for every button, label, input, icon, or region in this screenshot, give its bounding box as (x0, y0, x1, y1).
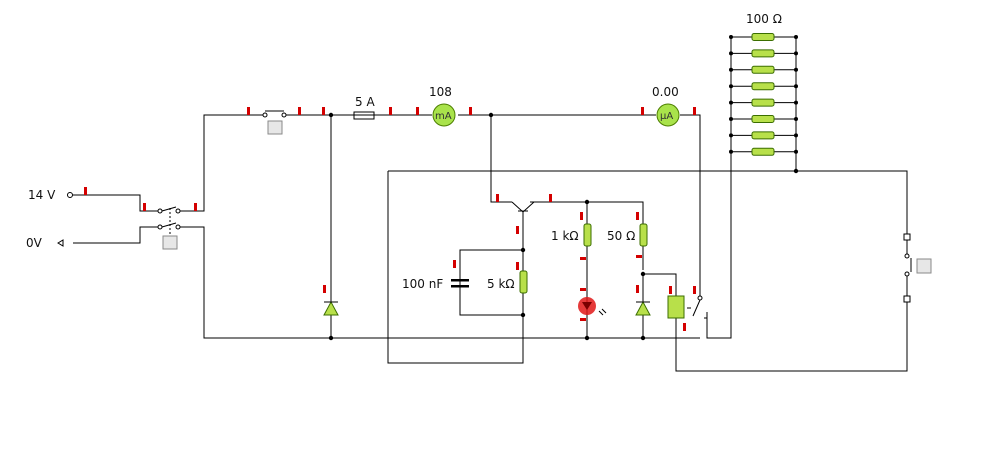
resistor-bank-node (729, 84, 733, 89)
resistor-bank-node (794, 84, 798, 89)
resistor-bank-node (794, 35, 798, 39)
resistor-bank-element (751, 33, 775, 41)
transistor-icon (511, 201, 535, 213)
relay-icon (667, 295, 685, 319)
resistor-bank-element (751, 49, 775, 58)
capacitor-icon (451, 279, 469, 282)
resistor-bank-node (729, 67, 733, 72)
supply-terminal[interactable]: 14 V (28, 187, 87, 202)
diode-icon (323, 300, 339, 316)
resistor-bank-label: 100 Ω (746, 12, 782, 26)
microammeter-icon (656, 103, 680, 127)
relay[interactable] (667, 286, 708, 331)
capacitor-label: 100 nF (402, 277, 443, 291)
led[interactable] (578, 288, 607, 321)
resistor-5k[interactable]: 5 kΩ (487, 262, 528, 294)
microammeter[interactable]: 0.00 µA (641, 85, 696, 127)
resistor-50-label: 50 Ω (607, 229, 635, 243)
push-switch-right[interactable] (903, 233, 932, 303)
capacitor[interactable]: 100 nF (402, 260, 469, 291)
diode-icon (635, 300, 651, 316)
microammeter-unit: µA (660, 111, 673, 122)
resistor-bank-node (729, 149, 733, 154)
switch-button-icon[interactable] (916, 258, 932, 274)
resistor-bank-node (729, 133, 733, 138)
ammeter[interactable]: 108 mA (416, 85, 472, 127)
wires (73, 36, 908, 372)
resistor-bank-node (794, 149, 798, 154)
push-switch[interactable] (247, 107, 301, 135)
resistor-50[interactable]: 50 Ω (607, 212, 648, 258)
diode-right[interactable] (635, 285, 651, 316)
switch-button-icon[interactable] (267, 120, 283, 135)
ammeter-reading: 108 (429, 85, 452, 99)
resistor-bank-node (729, 35, 733, 39)
junction-nodes (328, 112, 799, 341)
resistor-bank-element (751, 115, 775, 123)
switch-button-icon[interactable] (162, 235, 178, 250)
resistor-bank-element (751, 65, 775, 74)
resistor-1k-label: 1 kΩ (551, 229, 579, 243)
resistor-bank-node (729, 100, 733, 105)
resistor-1k[interactable]: 1 kΩ (551, 212, 592, 260)
resistor-bank-element (751, 82, 775, 91)
supply-voltage-label: 14 V (28, 188, 56, 202)
resistor-bank-element (751, 98, 775, 107)
resistor-bank-node (794, 67, 798, 72)
ammeter-unit: mA (435, 111, 452, 122)
fuse-label: 5 A (355, 95, 375, 109)
resistor-bank-node (794, 133, 798, 138)
ground-terminal[interactable]: 0V (26, 236, 64, 250)
transistor[interactable] (496, 194, 552, 234)
changeover-switch[interactable] (143, 203, 197, 250)
resistor-bank-node (794, 51, 798, 56)
resistor-5k-label: 5 kΩ (487, 277, 515, 291)
resistor-bank-element (751, 131, 775, 140)
resistor-bank-node (729, 117, 733, 121)
resistor-bank-node (794, 117, 798, 121)
ground-label: 0V (26, 236, 43, 250)
microammeter-reading: 0.00 (652, 85, 679, 99)
fuse[interactable]: 5 A (322, 95, 392, 120)
resistor-bank-element (751, 147, 775, 156)
resistor-bank[interactable]: 100 Ω (729, 12, 798, 156)
resistor-bank-node (729, 51, 733, 56)
resistor-bank-node (794, 100, 798, 105)
ammeter-icon (432, 103, 456, 127)
diode-left[interactable] (323, 285, 339, 316)
